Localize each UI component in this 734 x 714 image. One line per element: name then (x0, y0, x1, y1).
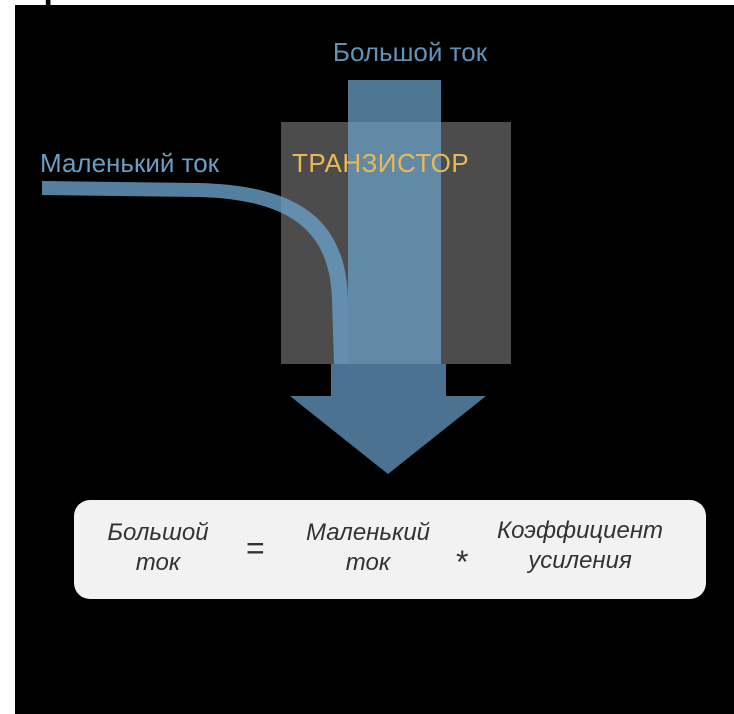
multiply-sign: * (456, 544, 469, 580)
output-current-arrow (290, 364, 486, 474)
equals-sign: = (246, 530, 265, 566)
small-current-label: Маленький ток (40, 148, 220, 178)
transistor-label: ТРАНЗИСТОР (292, 148, 470, 178)
cut-off-heading: Ц (15, 0, 215, 5)
formula-box: Большой ток = Маленький ток * Коэффициен… (74, 500, 706, 599)
formula-big-current: Большой ток (107, 519, 209, 576)
formula-gain: Коэффициент усиления (496, 517, 664, 574)
formula-small-current: Маленький ток (305, 519, 431, 576)
big-current-label: Большой ток (332, 37, 488, 67)
big-current-stream (348, 80, 441, 380)
